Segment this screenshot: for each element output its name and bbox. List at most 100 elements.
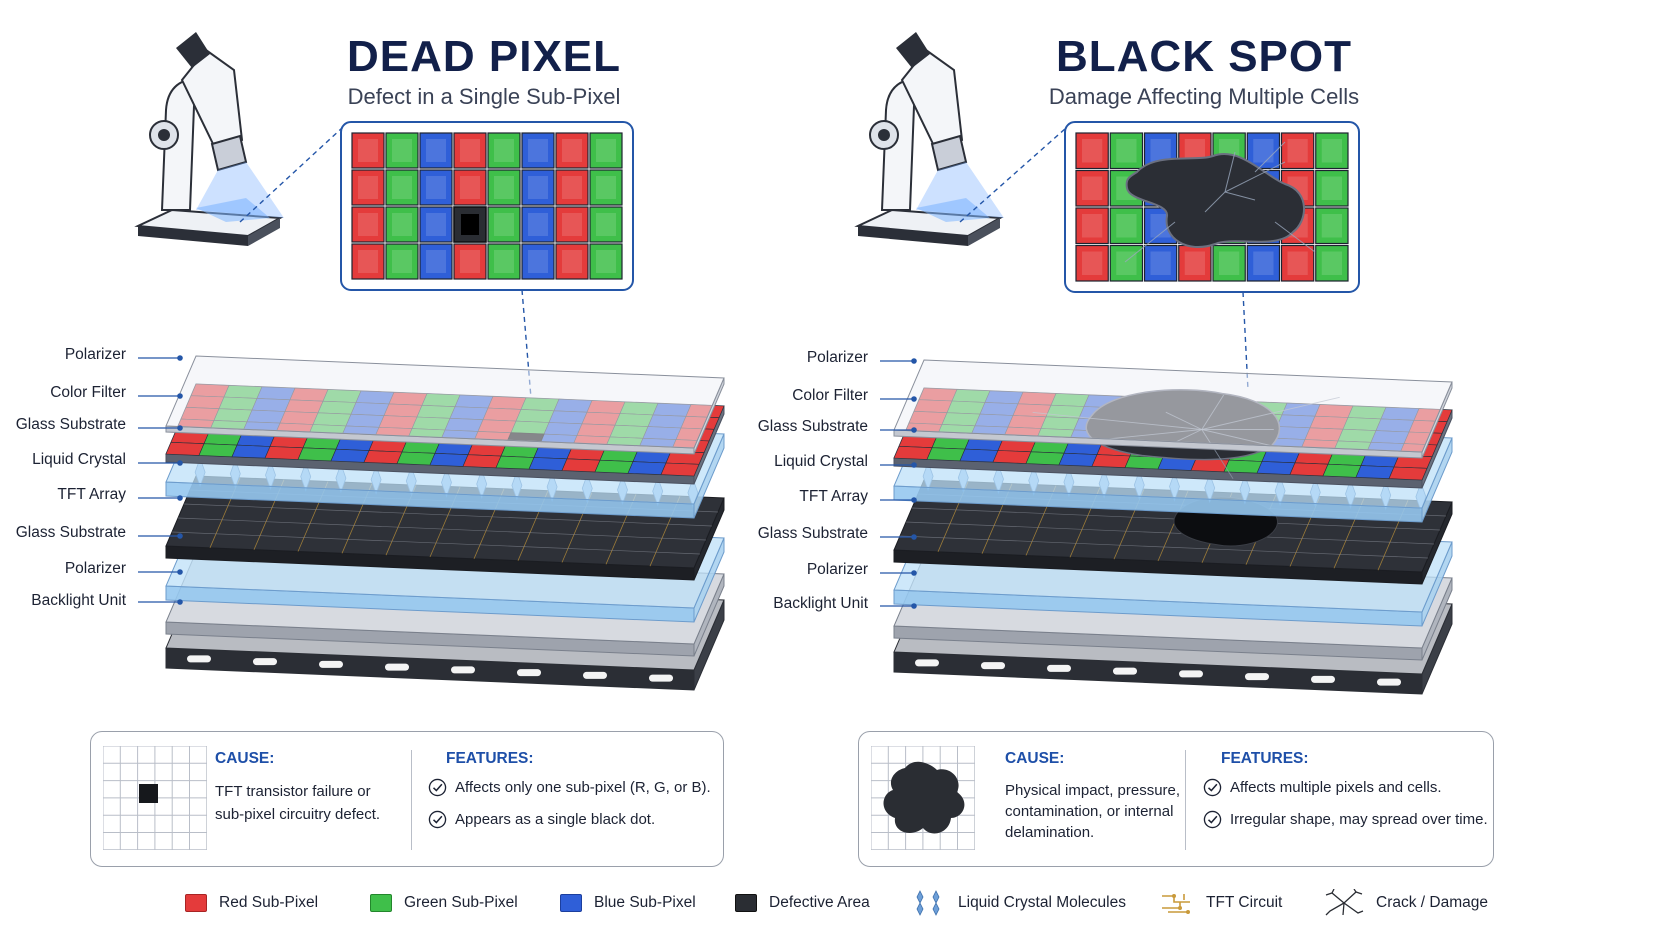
legend-item-red: Red Sub-Pixel [185,886,318,920]
legend-label: Red Sub-Pixel [219,894,319,911]
dead-pixel-info-box: CAUSE: TFT transistor failure or sub-pix… [90,731,724,867]
legend-label: Green Sub-Pixel [404,894,518,911]
zoom-sub-pixel [1315,132,1349,170]
zoom-sub-pixel-sheen [426,213,446,236]
zoom-sub-pixel-sheen [1219,251,1240,275]
legend-item-tft-circuit: TFT Circuit [1160,886,1282,920]
microscope-icon [854,32,1004,246]
zoom-sub-pixel [351,169,385,206]
check-circle-icon [428,810,447,829]
zoom-sub-pixel-sheen [528,176,548,199]
zoom-sub-pixel [1315,169,1349,207]
zoom-sub-pixel [1109,132,1144,170]
color-filter-cell [594,459,634,474]
layer-leader-dot [911,427,917,433]
black-spot-cause-heading: CAUSE: [1005,750,1065,767]
zoom-sub-pixel [351,132,385,169]
zoom-sub-pixel [419,169,453,206]
tft-grid-line [171,531,701,555]
color-filter-cell [1124,455,1164,470]
zoom-sub-pixel-sheen [562,176,582,199]
zoom-sub-pixel [521,206,555,243]
color-filter-cell [926,447,966,462]
feature-item: Appears as a single black dot. [428,810,655,829]
zoom-sub-pixel-sheen [392,250,412,273]
mini-dead-pixel [139,784,158,803]
zoom-sub-pixel [385,169,419,206]
black-spot-subtitle: Damage Affecting Multiple Cells [1048,84,1360,109]
dead-pixel-subtitle: Defect in a Single Sub-Pixel [347,84,621,109]
layer-leader-dot [911,396,917,402]
crack-line [1254,141,1286,173]
color-filter-cell [893,445,933,460]
color-filter-cell [264,446,304,460]
crack-line [1224,151,1236,193]
zoom-sub-pixel [419,243,453,280]
color-filter-cell [660,462,700,477]
info-divider [1185,750,1186,850]
color-filter-cell [495,455,535,470]
zoom-sub-pixel [419,132,453,169]
legend-label: Liquid Crystal Molecules [958,894,1126,911]
backlight-led [1113,667,1137,675]
zoom-sub-pixel [385,206,419,243]
zoom-sub-pixel [1075,169,1109,207]
layer-leader-dot [177,599,183,605]
zoom-sub-pixel-sheen [1321,139,1342,163]
zoom-sub-pixel [385,243,419,280]
zoom-sub-pixel-sheen [460,176,480,199]
color-filter-cell [1289,462,1329,477]
zoom-sub-pixel-sheen [392,213,412,236]
color-filter-cell [1256,461,1296,475]
zoom-sub-pixel-sheen [528,139,548,162]
zoom-sub-pixel-sheen [358,176,378,199]
zoom-sub-pixel-sheen [358,139,378,162]
layer-label-color-filter: Color Filter [50,384,126,401]
zoom-callout-frame [340,121,634,291]
color-filter-cell [297,447,337,462]
zoom-sub-pixel-sheen [494,213,514,236]
tft-circuit-icon [1162,894,1190,914]
legend-item-crack: Crack / Damage [1324,886,1488,920]
color-filter-cell [330,448,370,463]
color-filter-cell [1322,463,1362,478]
zoom-sub-pixel-sheen [1253,251,1274,275]
color-filter-cell [561,458,601,473]
tft-grid-line [177,517,707,541]
layer-label-polarizer-bottom: Polarizer [64,560,126,577]
zoom-sub-pixel [1246,244,1281,282]
legend-item-blue: Blue Sub-Pixel [560,886,696,920]
backlight-led [915,659,939,667]
zoom-sub-pixel [419,206,453,243]
layer-leader-dot [177,495,183,501]
color-filter-cell [231,444,271,459]
zoom-sub-pixel-sheen [562,213,582,236]
legend: Red Sub-Pixel Green Sub-Pixel Blue Sub-P… [0,886,1672,920]
zoom-sub-pixel [351,243,385,280]
black-spot-panel: BLACK SPOT Damage Affecting Multiple Cel… [758,0,1672,941]
zoom-sub-pixel-sheen [562,250,582,273]
layer-leader-dot [911,497,917,503]
callout-leader [239,127,343,223]
backlight-led [1179,670,1203,678]
zoom-sub-pixel [453,169,487,206]
dark-swatch-icon [735,894,757,912]
backlight-led [187,655,211,663]
legend-item-lc-molecules: Liquid Crystal Molecules [912,886,1126,920]
zoom-sub-pixel [555,132,589,169]
info-divider [411,750,412,850]
zoom-sub-pixel-sheen [392,176,412,199]
layer-leader-dot [177,425,183,431]
black-spot-info-box: CAUSE: Physical impact, pressure, contam… [858,731,1494,867]
zoom-sub-pixel [487,169,521,206]
callout-leader [959,127,1067,223]
layer-leader-dot [177,569,183,575]
microscope-objective [930,134,968,172]
zoom-sub-pixel-sheen [460,139,480,162]
legend-item-green: Green Sub-Pixel [370,886,518,920]
zoom-sub-pixel-sheen [1082,176,1103,200]
microscope-stage-glow [916,198,990,222]
dead-pixel-title: DEAD PIXEL [346,32,622,81]
microscope-light-beam [196,162,284,218]
zoom-sub-pixel [1280,132,1315,170]
